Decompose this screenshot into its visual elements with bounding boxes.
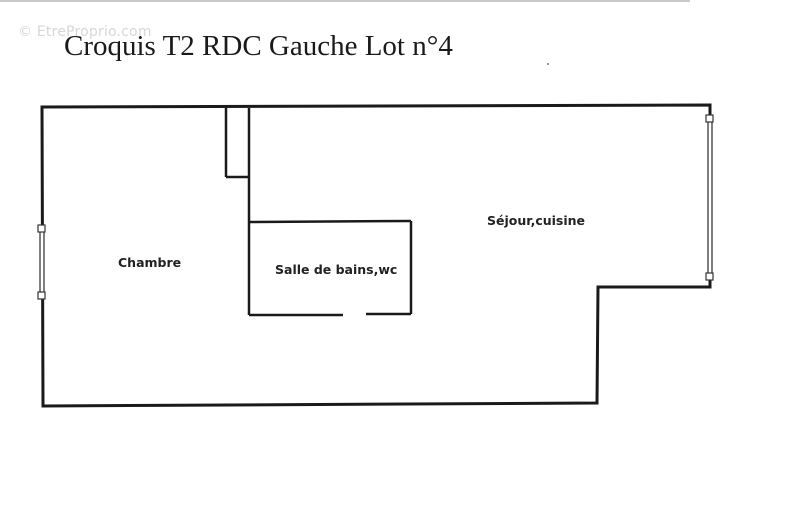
stray-dot: [547, 63, 549, 65]
room-label-chambre: Chambre: [118, 255, 181, 270]
room-label-salle-de-bains: Salle de bains,wc: [275, 262, 397, 277]
outer-wall-outline: [40, 103, 712, 408]
watermark-text: © EtreProprio.com: [18, 24, 152, 40]
window-right: [705, 114, 714, 281]
bathroom-walls: [247, 219, 413, 317]
top-border-line: [0, 0, 690, 2]
room-label-sejour: Séjour,cuisine: [487, 213, 585, 228]
outer-walls: [40, 103, 712, 408]
plan-title: Croquis T2 RDC Gauche Lot n°4: [64, 30, 453, 62]
window-left: [37, 224, 46, 300]
duct-partition: [224, 108, 251, 222]
